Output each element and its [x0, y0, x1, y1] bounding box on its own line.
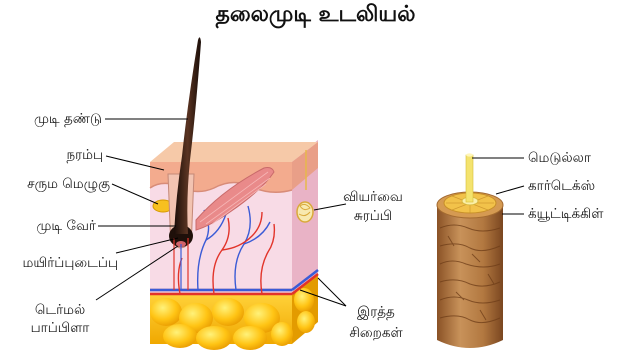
label-sweat-gland-line1: வியர்வை	[336, 189, 410, 205]
label-blood-vessels-line1: இரத்த	[338, 304, 414, 320]
label-dermal-papilla-line1: டெர்மல்	[20, 302, 100, 318]
label-sweat-gland: வியர்வை சுரப்பி	[336, 189, 410, 224]
skin-block	[150, 140, 318, 350]
hair-strand-cross-section	[437, 153, 503, 348]
label-sebaceous-gland: சரும மெழுகு	[2, 176, 110, 192]
label-blood-vessels: இரத்த சிறைகள்	[338, 304, 414, 341]
strand-body	[437, 205, 503, 348]
label-medulla: மெடுல்லா	[528, 150, 591, 166]
label-sweat-gland-line2: சுரப்பி	[336, 208, 410, 224]
label-blood-vessels-line2: சிறைகள்	[338, 325, 414, 341]
medulla-fiber	[466, 155, 473, 202]
label-cuticle: க்யூட்டிக்கிள்	[528, 206, 603, 222]
label-nerve: நரம்பு	[2, 147, 103, 163]
label-cortex: கார்டெக்ஸ்	[528, 178, 595, 194]
epidermis-top	[150, 142, 318, 162]
label-hair-follicle: மயிர்ப்புடைப்பு	[2, 255, 118, 271]
label-hair-shaft: முடி தண்டு	[2, 111, 102, 127]
label-dermal-papilla: டெர்மல் பாப்பிளா	[20, 302, 100, 336]
label-dermal-papilla-line2: பாப்பிளா	[20, 320, 100, 336]
label-hair-root: முடி வேர்	[2, 218, 96, 234]
